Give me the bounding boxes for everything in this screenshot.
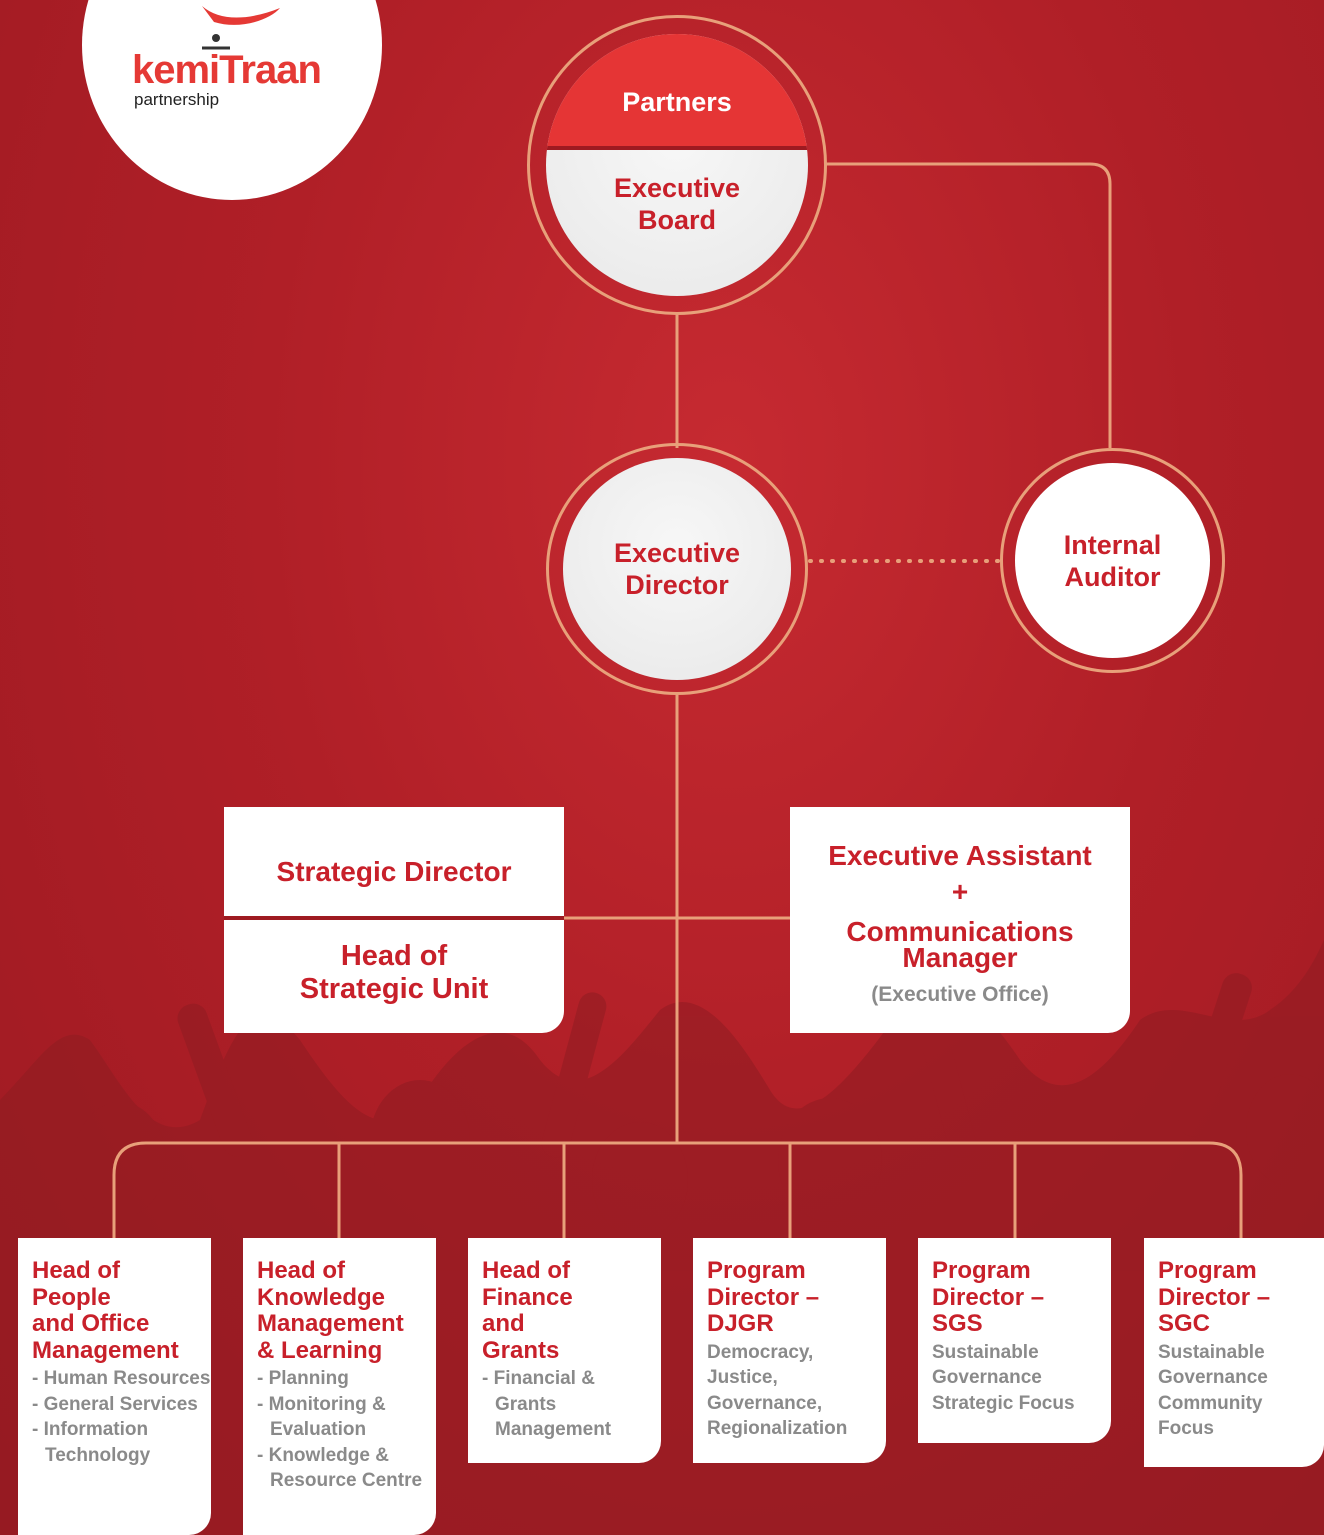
strategic-director-box[interactable]: Strategic Director Head of Strategic Uni… [224, 807, 564, 1033]
internal-auditor-ring [1000, 448, 1225, 673]
strategic-unit-label: Head of Strategic Unit [299, 940, 489, 1005]
unit-items: - Human Resources - General Services - I… [32, 1366, 211, 1468]
unit-program-sgc[interactable]: Program Director – SGC Sustainable Gover… [1144, 1238, 1324, 1467]
unit-title: Head of Knowledge Management & Learning [257, 1257, 404, 1364]
executive-director-node[interactable]: Executive Director [563, 458, 791, 680]
plus-sign: + [951, 876, 969, 907]
partners-board-node[interactable]: Partners Executive Board [546, 34, 808, 296]
executive-director-ring [546, 443, 808, 695]
unit-program-djgr[interactable]: Program Director – DJGR Democracy, Justi… [693, 1238, 886, 1463]
unit-title: Head of People and Office Management [32, 1257, 179, 1364]
unit-finance-grants[interactable]: Head of Finance and Grants - Financial &… [468, 1238, 661, 1463]
unit-items: - Planning - Monitoring & Evaluation - K… [257, 1366, 436, 1494]
list-item: - Information Technology [32, 1419, 151, 1466]
communications-label: Communications [846, 916, 1074, 947]
executive-office-box[interactable]: Executive Assistant + Communications Man… [790, 807, 1130, 1033]
internal-auditor-node[interactable]: Internal Auditor [1015, 463, 1210, 658]
list-item: - General Services [32, 1393, 198, 1415]
list-item: - Planning [257, 1368, 349, 1389]
list-item: - Monitoring & Evaluation [257, 1393, 386, 1441]
unit-description: Democracy, Justice, Governance, Regional… [707, 1341, 848, 1440]
unit-description: Sustainable Governance Community Focus [1158, 1341, 1268, 1440]
logo-tagline: partnership [134, 90, 220, 109]
unit-knowledge-learning[interactable]: Head of Knowledge Management & Learning … [243, 1238, 436, 1535]
unit-title: Program Director – SGS [932, 1257, 1045, 1337]
unit-program-sgs[interactable]: Program Director – SGS Sustainable Gover… [918, 1238, 1111, 1443]
strategic-director-title: Strategic Director [224, 807, 564, 920]
unit-items: - Financial & Grants Management [482, 1366, 661, 1443]
manager-label: Manager [902, 942, 1018, 973]
partners-board-ring [527, 15, 827, 315]
internal-auditor-label: Internal Auditor [1063, 529, 1162, 592]
list-item: - Human Resources [32, 1368, 211, 1389]
logo-wordmark: kemiTraan [132, 48, 322, 92]
list-item: - Financial & Grants Management [482, 1368, 612, 1440]
unit-title: Program Director – SGC [1158, 1257, 1271, 1337]
executive-assistant-label: Executive Assistant [828, 840, 1092, 871]
unit-title: Head of Finance and Grants [482, 1257, 573, 1364]
executive-board-label: Executive Board [613, 173, 741, 235]
unit-title: Program Director – DJGR [707, 1257, 820, 1337]
executive-office-note: (Executive Office) [871, 983, 1049, 1006]
logo-flag-icon [202, 6, 280, 50]
executive-director-label: Executive Director [613, 538, 741, 600]
unit-description: Sustainable Governance Strategic Focus [932, 1341, 1075, 1414]
list-item: - Knowledge & Resource Centre [257, 1444, 423, 1492]
unit-people-office[interactable]: Head of People and Office Management - H… [18, 1238, 211, 1535]
